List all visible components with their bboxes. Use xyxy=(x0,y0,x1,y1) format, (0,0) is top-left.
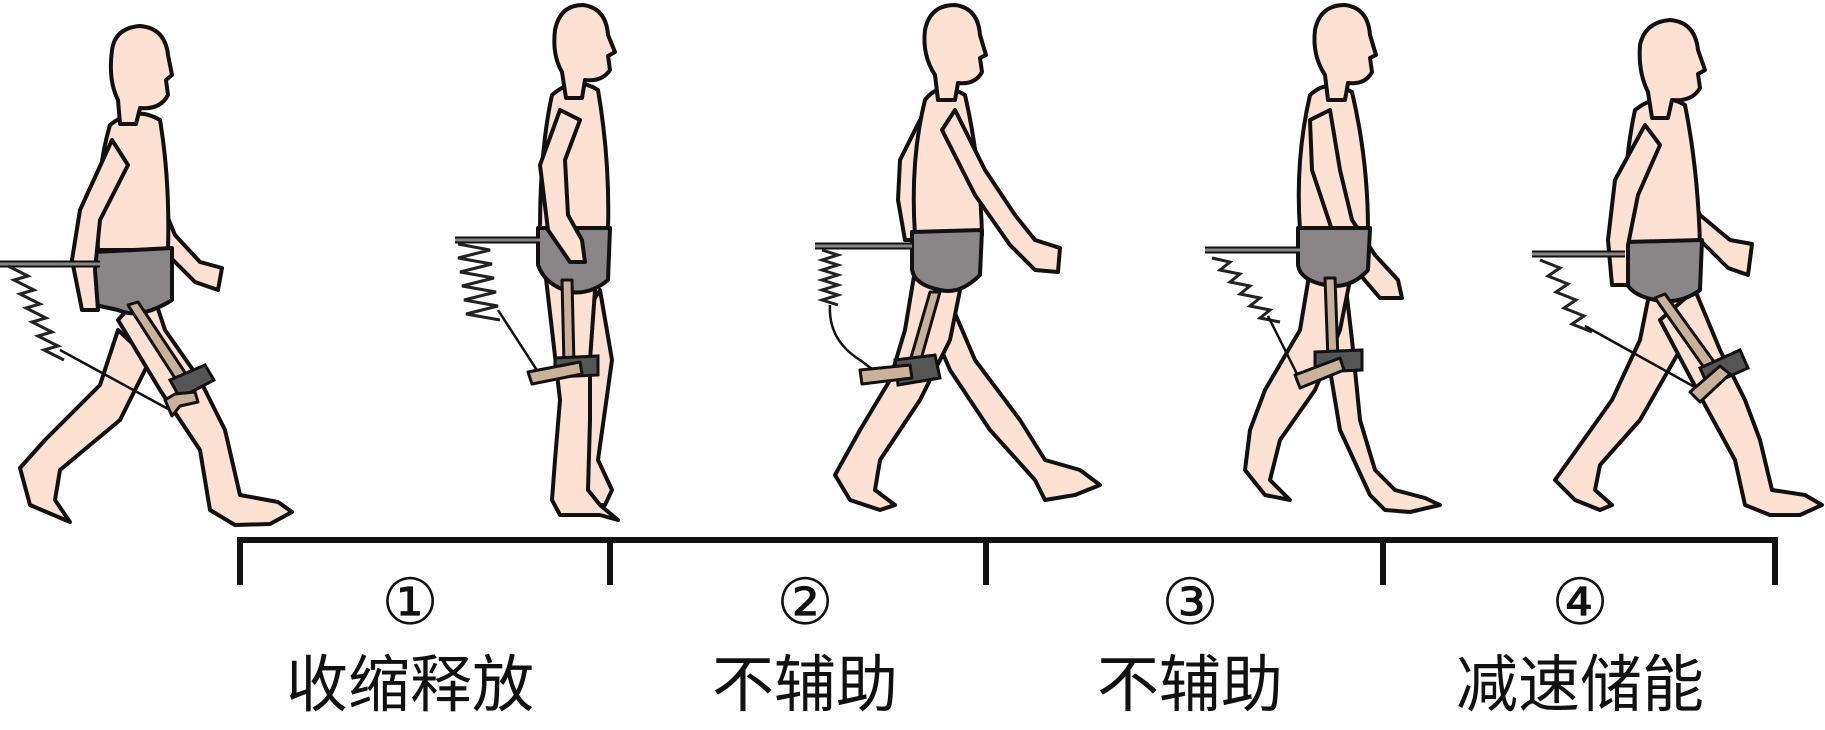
phase-4-label: 减速储能 xyxy=(1455,648,1704,721)
phase-2-label: 不辅助 xyxy=(711,648,898,721)
phase-3-number: ③ xyxy=(1161,566,1219,640)
phase-2-number: ② xyxy=(776,566,834,640)
walker-figure-2 xyxy=(455,3,620,522)
walker-figure-3 xyxy=(815,3,1102,512)
walker-figure-1 xyxy=(0,24,294,527)
walker-figure-4 xyxy=(1205,3,1442,514)
walker-figure-5 xyxy=(1532,18,1824,517)
phase-4-number: ④ xyxy=(1551,566,1609,640)
phase-1-label: 收缩释放 xyxy=(285,648,534,721)
phase-1-number: ① xyxy=(381,566,439,640)
phase-timeline xyxy=(237,537,1778,585)
phase-3-label: 不辅助 xyxy=(1096,648,1283,721)
